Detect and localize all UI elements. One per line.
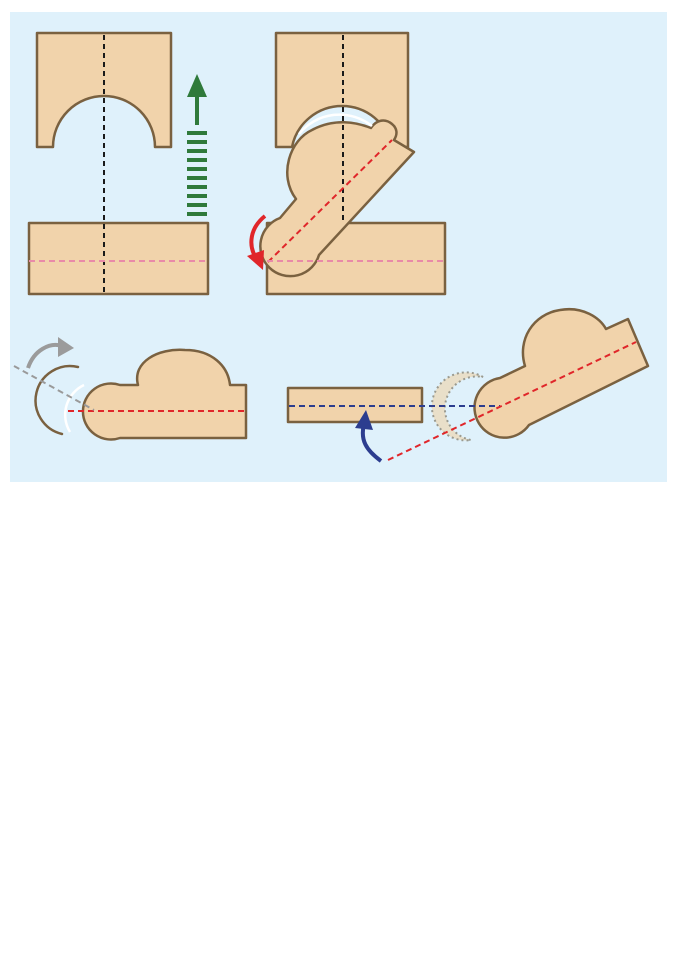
oblique-axis [387,341,637,461]
curved-arrow-icon [355,410,373,430]
joint-gap [63,383,85,433]
ghost-crescent [430,371,484,442]
rotated-bone-head [259,119,416,278]
oblique-axis [267,139,393,263]
bone-with-head [81,348,248,441]
panel-top-right [247,31,447,296]
panel-bottom-right [286,307,650,463]
arrow-up-icon [187,74,207,97]
curved-arrow-icon [247,250,264,270]
joint-gap [298,113,373,135]
rotation-arrow-gray [26,337,74,369]
rotation-arrow-red [247,214,267,270]
distraction-spring-arrow [187,74,207,216]
rotation-arrow-blue [355,410,383,463]
crescent-fragment [34,364,80,436]
rotated-bone-with-head [473,307,650,439]
curved-arrow-icon [58,337,74,357]
oblique-axis [13,365,95,411]
panel-top-left [27,31,210,296]
panel-bottom-left [13,337,248,441]
lower-block [27,221,210,296]
